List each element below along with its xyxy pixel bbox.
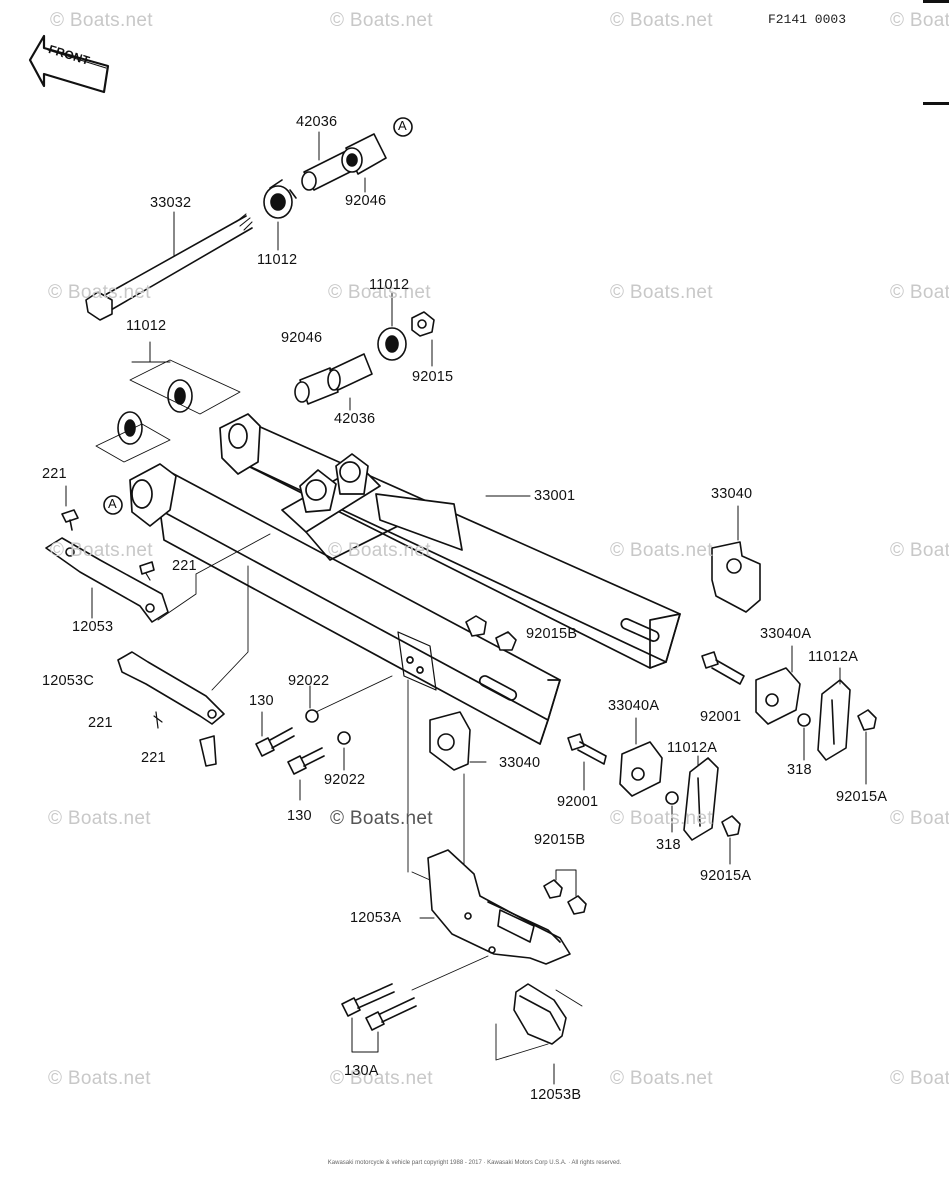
part-label-318: 318 [656, 837, 681, 853]
watermark: © Boats.net [610, 540, 713, 561]
watermark: © Boats.net [50, 540, 153, 561]
bolt-130-a [255, 727, 295, 757]
adjuster-11012a-top [817, 679, 851, 761]
part-label-11012: 11012 [126, 318, 167, 334]
part-label-130: 130 [287, 808, 312, 824]
part-label-221: 221 [141, 750, 166, 766]
bolt-92001-top [701, 651, 745, 685]
part-label-33040: 33040 [499, 755, 541, 771]
chain-guide-12053a [427, 849, 571, 965]
watermark: © Boats.net [330, 10, 433, 31]
diagram-code: F2141 0003 [768, 12, 847, 27]
plate-33040-top [711, 541, 761, 613]
watermark: © Boats.net [890, 10, 949, 31]
bearing-11012-top [263, 179, 297, 219]
guard-12053 [45, 537, 169, 623]
pivot-shaft-33032 [85, 213, 253, 321]
callout-a-left [103, 495, 123, 515]
watermark: © Boats.net [330, 808, 433, 829]
part-label-12053a: 12053A [350, 910, 402, 926]
part-label-12053c: 12053C [42, 673, 94, 689]
part-label-318: 318 [787, 762, 812, 778]
part-label-11012a: 11012A [808, 649, 859, 665]
part-label-33040a: 33040A [608, 698, 660, 714]
part-label-92015a: 92015A [700, 868, 752, 884]
part-label-92022: 92022 [324, 772, 366, 788]
part-label-33032: 33032 [150, 195, 192, 211]
part-label-33040a: 33040A [760, 626, 812, 642]
callout-letter-left: A [108, 496, 117, 511]
part-label-92046: 92046 [281, 330, 323, 346]
watermark: © Boats.net [890, 282, 949, 303]
guard-12053c [117, 651, 225, 725]
part-label-92001: 92001 [557, 794, 599, 810]
watermark: © Boats.net [48, 808, 151, 829]
bearing-group-right [294, 311, 435, 405]
part-label-130: 130 [249, 693, 274, 709]
part-label-11012a: 11012A [667, 740, 718, 756]
part-label-221: 221 [88, 715, 113, 731]
part-label-92022: 92022 [288, 673, 330, 689]
watermark: © Boats.net [330, 1068, 433, 1089]
watermark: © Boats.net [48, 1068, 151, 1089]
part-label-92001: 92001 [700, 709, 742, 725]
edge-mark-top [923, 0, 949, 3]
watermark: © Boats.net [328, 282, 431, 303]
edge-mark-mid [923, 102, 949, 105]
part-label-92046: 92046 [345, 193, 387, 209]
bolt-92001-bottom [567, 733, 607, 765]
front-arrow-icon [28, 34, 110, 94]
callout-a-top [393, 117, 413, 137]
part-label-12053: 12053 [72, 619, 114, 635]
part-label-221: 221 [42, 466, 67, 482]
part-label-33001: 33001 [534, 488, 576, 504]
plate-33040-mid [429, 711, 471, 771]
slider-12053b [513, 983, 567, 1045]
part-label-221: 221 [172, 558, 197, 574]
bolt-130-b [287, 747, 325, 775]
part-label-42036: 42036 [334, 411, 376, 427]
swing-arm-33001 [129, 413, 681, 745]
watermark: © Boats.net [610, 1068, 713, 1089]
watermark: © Boats.net [48, 282, 151, 303]
part-label-92015b: 92015B [534, 832, 586, 848]
screw-221-a [61, 509, 79, 531]
watermark: © Boats.net [50, 10, 153, 31]
adjuster-11012a-bottom [683, 757, 719, 841]
part-label-33040: 33040 [711, 486, 753, 502]
watermark: © Boats.net [890, 540, 949, 561]
block-33040a-top [755, 667, 801, 725]
part-label-11012: 11012 [257, 252, 298, 268]
seal-92046-top [341, 133, 387, 175]
copyright-text: Kawasaki motorcycle & vehicle part copyr… [327, 1160, 622, 1166]
part-label-130a: 130A [344, 1063, 379, 1079]
watermark: © Boats.net [890, 808, 949, 829]
bearing-group-left [95, 341, 241, 463]
part-label-92015b: 92015B [526, 626, 578, 642]
nut-92015b-top [465, 615, 517, 651]
watermark: © Boats.net [610, 10, 713, 31]
watermark: © Boats.net [328, 540, 431, 561]
part-label-11012: 11012 [369, 277, 410, 293]
part-label-42036: 42036 [296, 114, 338, 130]
watermark: © Boats.net [610, 808, 713, 829]
callout-letter-top: A [398, 118, 407, 133]
block-33040a-bottom [619, 741, 663, 797]
watermark: © Boats.net [610, 282, 713, 303]
watermark: © Boats.net [890, 1068, 949, 1089]
part-label-92015a: 92015A [836, 789, 888, 805]
part-label-92015: 92015 [412, 369, 454, 385]
part-label-12053b: 12053B [530, 1087, 582, 1103]
bolt-130a [341, 983, 417, 1031]
